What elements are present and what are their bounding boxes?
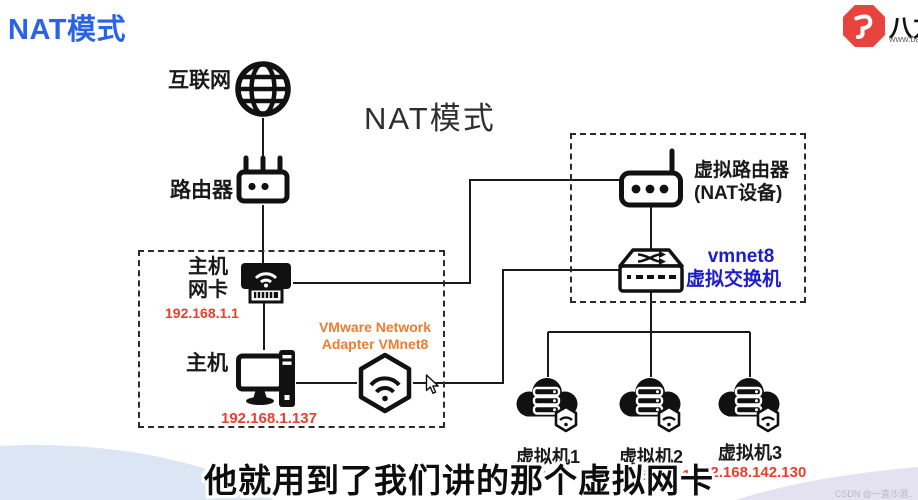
host-nic-label: 主机 网卡 xyxy=(188,256,228,302)
host-nic-label-line2: 网卡 xyxy=(188,279,228,301)
vmware-adapter-caption-line2: Adapter VMnet8 xyxy=(321,336,429,352)
diagram-title: NAT模式 xyxy=(364,101,496,136)
router-label: 路由器 xyxy=(170,179,233,202)
internet-label: 互联网 xyxy=(168,69,231,92)
virtual-group-box xyxy=(570,133,806,303)
vm1-label: 虚拟机1 xyxy=(515,447,580,467)
vmware-adapter-icon xyxy=(358,352,412,414)
virtual-switch-icon xyxy=(618,248,684,293)
host-computer-icon xyxy=(236,350,295,407)
internet-globe-icon xyxy=(235,61,291,117)
virtual-router-icon xyxy=(619,148,683,208)
vm3-label: 虚拟机3 xyxy=(717,443,782,463)
brand-url: www.bafan xyxy=(889,34,918,44)
vmware-adapter-caption-line1: VMware Network xyxy=(318,319,432,335)
vmware-adapter-caption: VMware Network Adapter VMnet8 xyxy=(303,319,447,353)
host-ip: 192.168.1.137 xyxy=(221,410,317,427)
vm3-ip: 192.168.142.130 xyxy=(693,464,807,481)
vm2-label: 虚拟机2 xyxy=(618,447,683,467)
vm1-ip: 192.168.142.128 xyxy=(491,467,605,484)
vm2-icon xyxy=(619,378,681,433)
vm3-icon xyxy=(718,378,780,433)
virtual-router-label-line1: 虚拟路由器 xyxy=(694,160,790,181)
watermark: CSDN @一直沙酒.. xyxy=(834,489,913,499)
mouse-cursor-icon xyxy=(425,374,439,394)
virtual-router-label-line2: (NAT设备) xyxy=(694,183,783,204)
host-nic-label-line1: 主机 xyxy=(188,256,228,278)
host-nic-ip: 192.168.1.1 xyxy=(165,305,239,321)
brand-name: 八方网 xyxy=(889,15,918,42)
host-nic-icon xyxy=(241,263,291,304)
host-group-box xyxy=(138,250,445,428)
virtual-router-label: 虚拟路由器 (NAT设备) xyxy=(694,159,789,205)
vm2-ip: 192.168.142.129 xyxy=(594,467,708,484)
brand-logo-icon xyxy=(843,5,885,47)
vm1-icon xyxy=(516,378,578,433)
host-label: 主机 xyxy=(186,352,228,375)
router-icon xyxy=(236,155,290,204)
subtitle-caption: 他就用到了我们讲的那个虚拟网卡 xyxy=(204,462,714,499)
virtual-switch-name: vmnet8 xyxy=(707,246,775,267)
page-title: NAT模式 xyxy=(8,14,126,46)
virtual-switch-label: 虚拟交换机 xyxy=(686,269,782,290)
